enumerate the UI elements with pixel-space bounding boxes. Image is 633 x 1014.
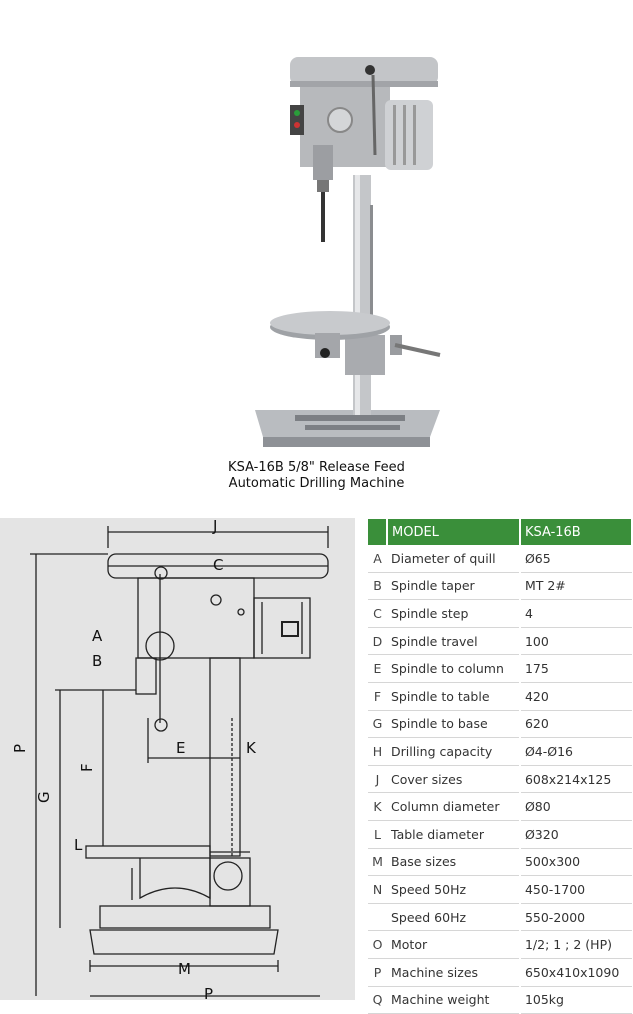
spec-value: 500x300	[518, 848, 632, 877]
spec-header-model: MODEL	[387, 519, 521, 545]
spec-name: Spindle to column	[387, 654, 520, 683]
dim-label-a: A	[92, 627, 103, 645]
spec-name: Speed 50Hz	[387, 875, 520, 904]
spec-letter: E	[368, 654, 387, 683]
product-caption: KSA-16B 5/8" Release Feed Automatic Dril…	[0, 460, 633, 492]
spec-letter: C	[368, 599, 387, 628]
spec-header-letter	[368, 519, 388, 545]
spec-name: Spindle taper	[387, 572, 520, 601]
spec-name: Table diameter	[387, 820, 520, 849]
spec-letter: M	[368, 848, 387, 877]
drill-press-photo	[255, 57, 441, 447]
spec-value: Ø65	[518, 545, 632, 573]
spec-name: Diameter of quill	[387, 545, 520, 573]
spec-value: 100	[518, 627, 632, 656]
dimension-diagram: J C A B E K F P G L M P	[0, 518, 355, 1000]
spec-value: 620	[518, 710, 632, 739]
dim-label-f: F	[78, 763, 96, 772]
dim-label-m: M	[178, 960, 191, 978]
spec-value: 1/2; 1 ; 2 (HP)	[518, 930, 632, 959]
spec-name: Machine sizes	[387, 958, 520, 987]
spec-value: 175	[518, 654, 632, 683]
spec-letter	[368, 903, 387, 932]
spec-value: 420	[518, 682, 632, 711]
spec-name: Spindle travel	[387, 627, 520, 656]
spec-letter: F	[368, 682, 387, 711]
spec-letter: J	[368, 765, 387, 794]
spec-letter: H	[368, 737, 387, 766]
dim-label-e: E	[176, 739, 185, 757]
spec-letter: G	[368, 710, 387, 739]
spec-value: 550-2000	[518, 903, 632, 932]
spec-value: MT 2#	[518, 572, 632, 601]
spec-value: 650x410x1090	[518, 958, 632, 987]
spec-letter: O	[368, 930, 387, 959]
spec-header-value: KSA-16B	[519, 519, 633, 545]
spec-name: Spindle to base	[387, 710, 520, 739]
dim-label-k: K	[246, 739, 257, 757]
spec-value: 450-1700	[518, 875, 632, 904]
dim-label-p-height: P	[11, 744, 29, 753]
spec-value: 4	[518, 599, 632, 628]
spec-letter: K	[368, 792, 387, 821]
spec-letter: D	[368, 627, 387, 656]
spec-name: Column diameter	[387, 792, 520, 821]
spec-name: Cover sizes	[387, 765, 520, 794]
spec-name: Spindle step	[387, 599, 520, 628]
spec-name: Speed 60Hz	[387, 903, 520, 932]
spec-letter: P	[368, 958, 387, 987]
spec-value: Ø4-Ø16	[518, 737, 632, 766]
spec-name: Drilling capacity	[387, 737, 520, 766]
dim-label-c: C	[213, 556, 223, 574]
spec-name: Spindle to table	[387, 682, 520, 711]
spec-letter: B	[368, 572, 387, 601]
spec-value: Ø80	[518, 792, 632, 821]
caption-model: KSA-16B 5/8" Release Feed	[228, 460, 405, 475]
dim-label-p-width: P	[204, 985, 213, 1000]
spec-letter: N	[368, 875, 387, 904]
spec-letter: L	[368, 820, 387, 849]
spec-value: Ø320	[518, 820, 632, 849]
spec-letter: A	[368, 545, 387, 573]
dim-label-g: G	[35, 791, 53, 803]
spec-header-row: MODEL KSA-16B	[368, 519, 633, 545]
spec-name: Motor	[387, 930, 520, 959]
dim-label-b: B	[92, 652, 102, 670]
dim-label-j: J	[212, 518, 217, 535]
dim-label-l: L	[74, 836, 83, 854]
caption-description: Automatic Drilling Machine	[228, 476, 405, 491]
spec-value: 608x214x125	[518, 765, 632, 794]
spec-name: Base sizes	[387, 848, 520, 877]
